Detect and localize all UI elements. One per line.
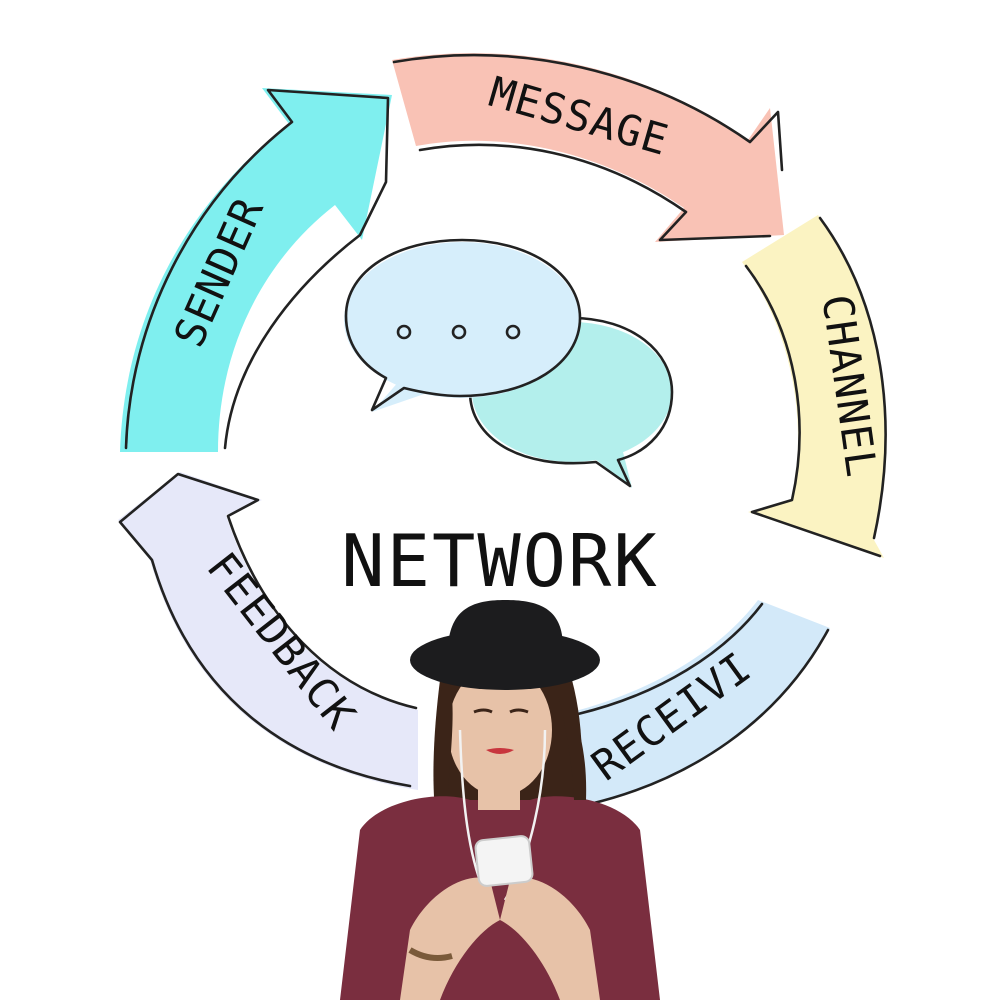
woman-with-phone-photo bbox=[340, 600, 660, 1000]
speech-bubble-front bbox=[344, 242, 580, 398]
channel-arrow-shape bbox=[742, 215, 886, 558]
dot-3 bbox=[505, 324, 521, 340]
stage-message-arrow: MESSAGE bbox=[392, 53, 784, 242]
smartphone bbox=[474, 835, 534, 887]
face bbox=[448, 664, 552, 796]
stage-channel-arrow: CHANNEL bbox=[742, 215, 887, 558]
stage-receiver-arrow: RECEIVI bbox=[572, 600, 830, 806]
dot-1 bbox=[396, 324, 412, 340]
sender-arrow-shape bbox=[120, 88, 392, 452]
dot-2 bbox=[451, 324, 467, 340]
shirt bbox=[340, 796, 660, 1000]
feedback-arrow-shape bbox=[118, 472, 418, 790]
hat-crown bbox=[447, 600, 563, 662]
stage-sender-arrow: SENDER bbox=[120, 88, 392, 452]
speech-bubbles-icon bbox=[344, 238, 674, 488]
message-arrow-shape bbox=[392, 53, 784, 242]
diagram-title: NETWORK bbox=[341, 519, 658, 603]
receiver-arrow-shape bbox=[572, 600, 830, 805]
